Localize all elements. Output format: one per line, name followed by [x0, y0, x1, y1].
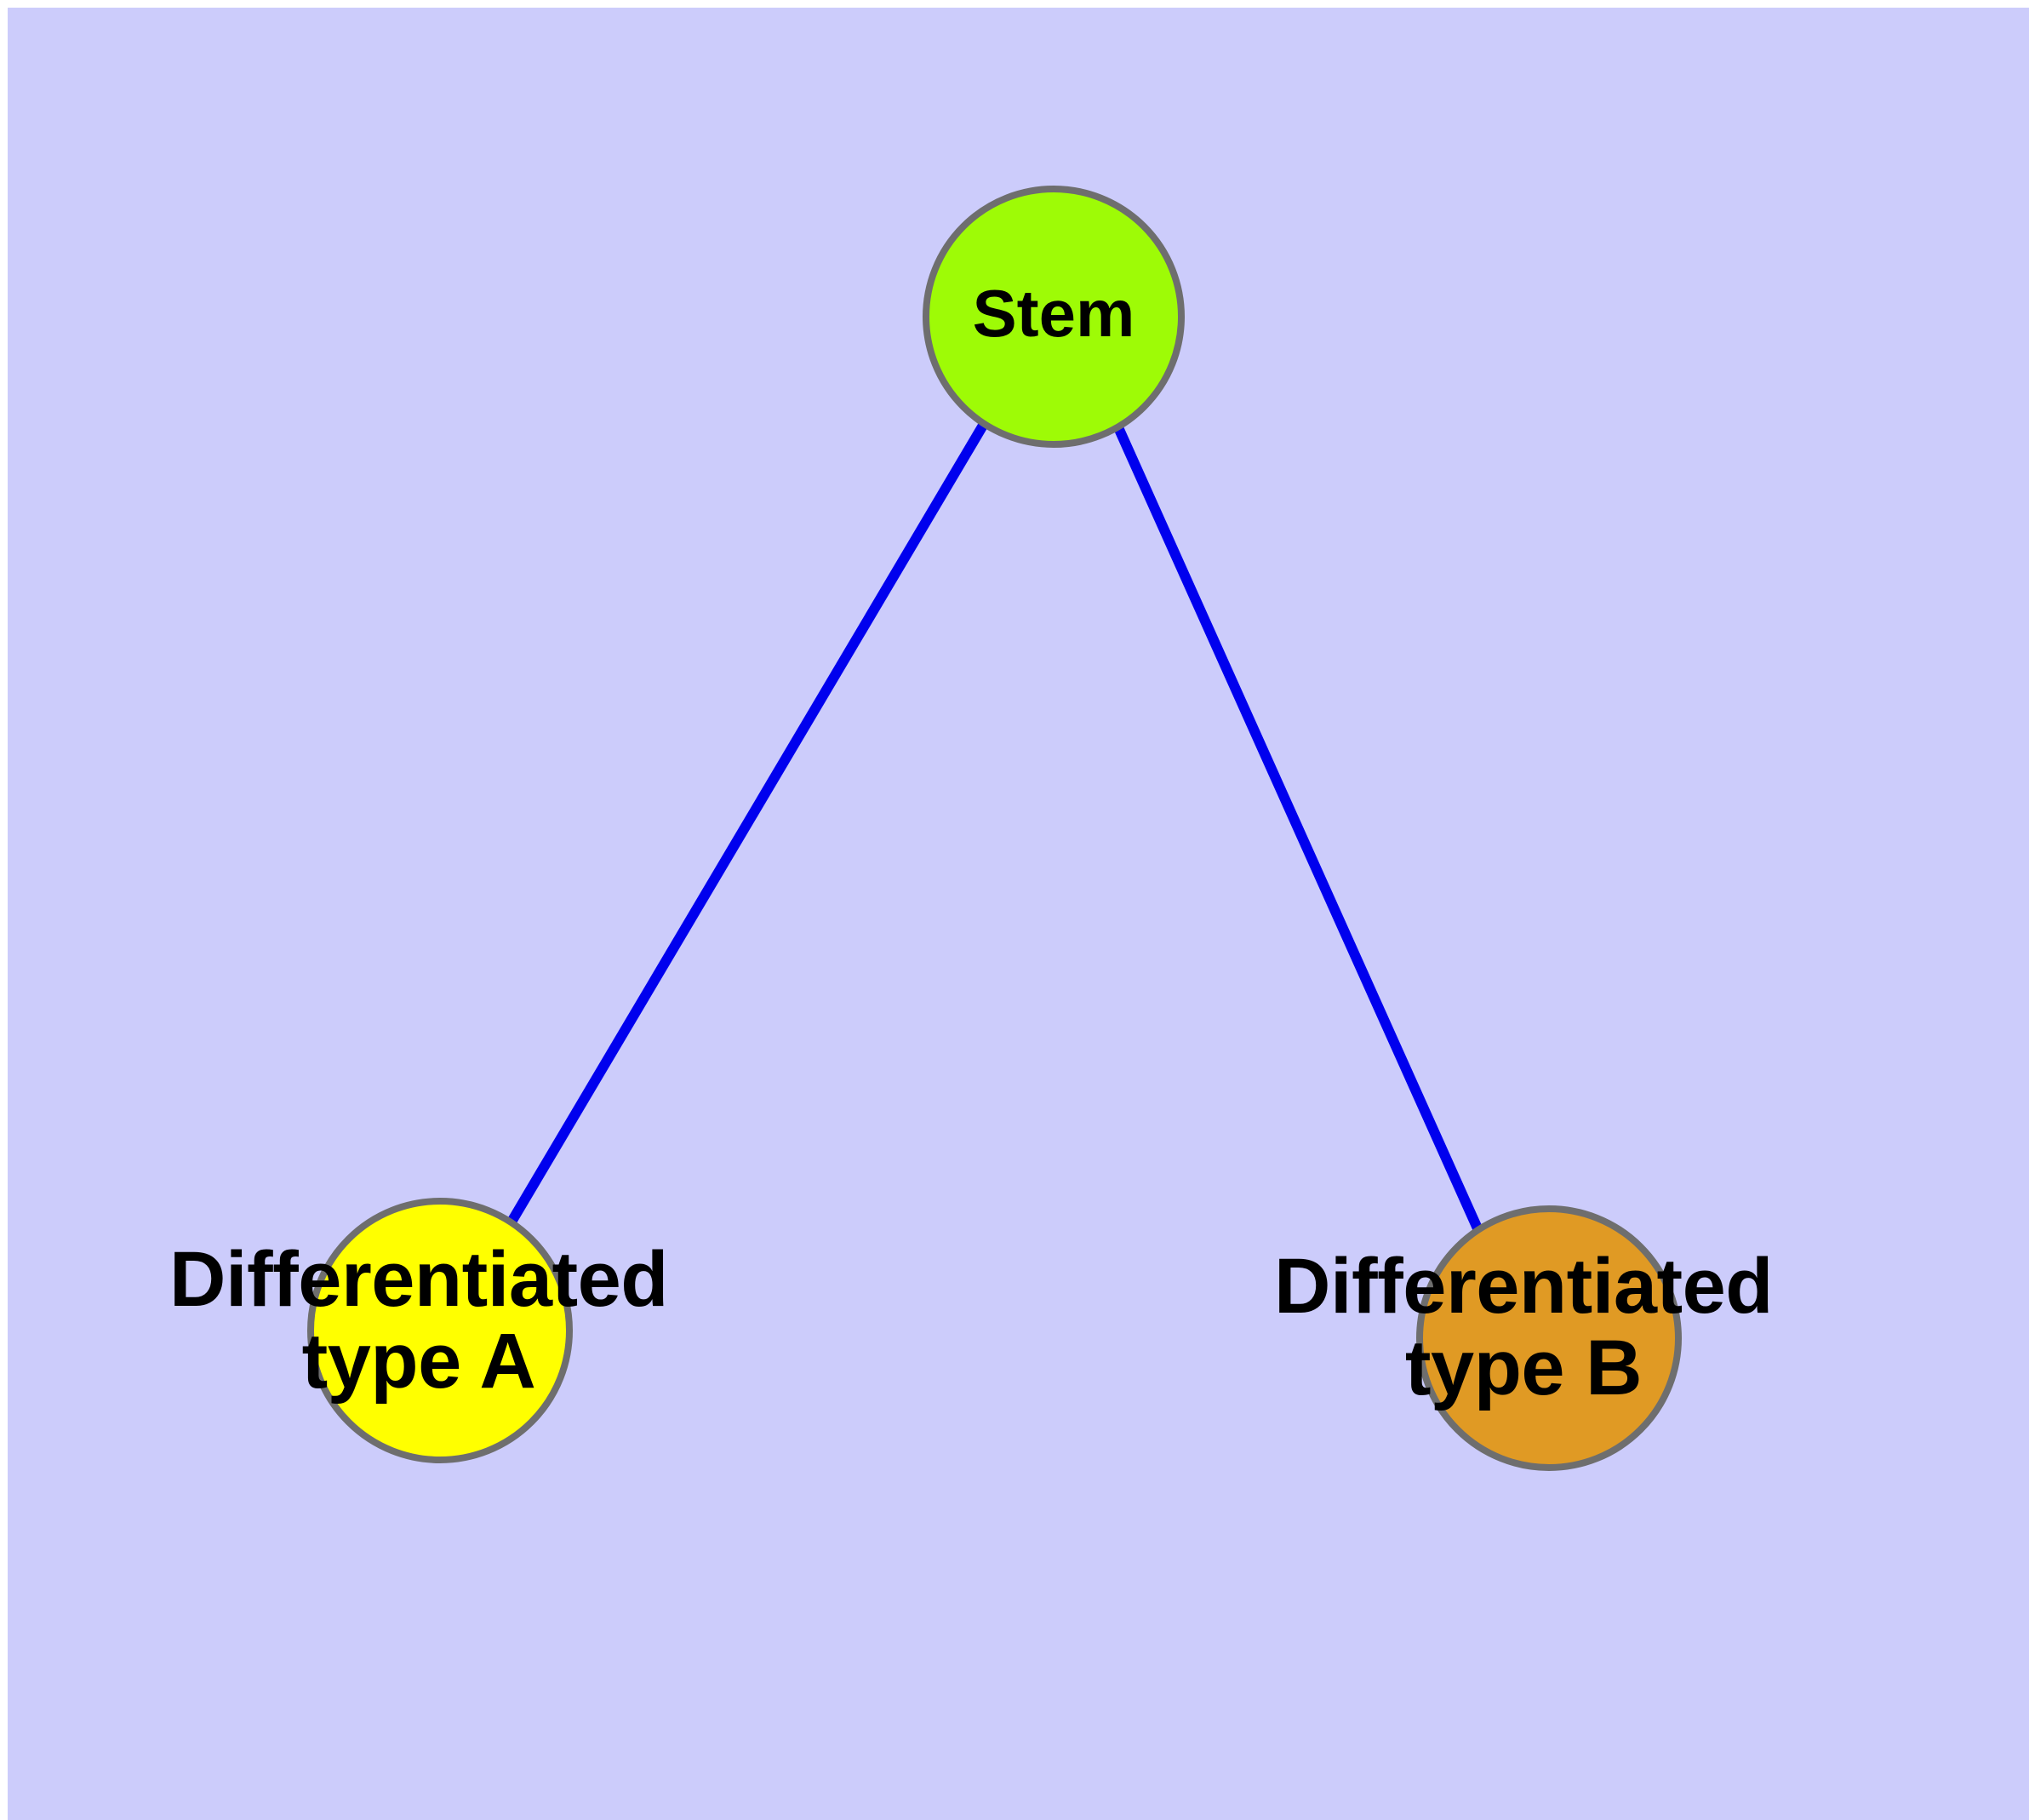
node-differentiated-type-b[interactable] [1416, 1205, 1682, 1471]
node-layer [307, 186, 1682, 1471]
node-differentiated-type-a[interactable] [307, 1198, 573, 1463]
edge-layer [506, 421, 1483, 1231]
edge-stem-to-differentiated-type-a [506, 421, 989, 1227]
edge-stem-to-differentiated-type-b [1112, 423, 1483, 1231]
node-stem[interactable] [923, 186, 1185, 448]
